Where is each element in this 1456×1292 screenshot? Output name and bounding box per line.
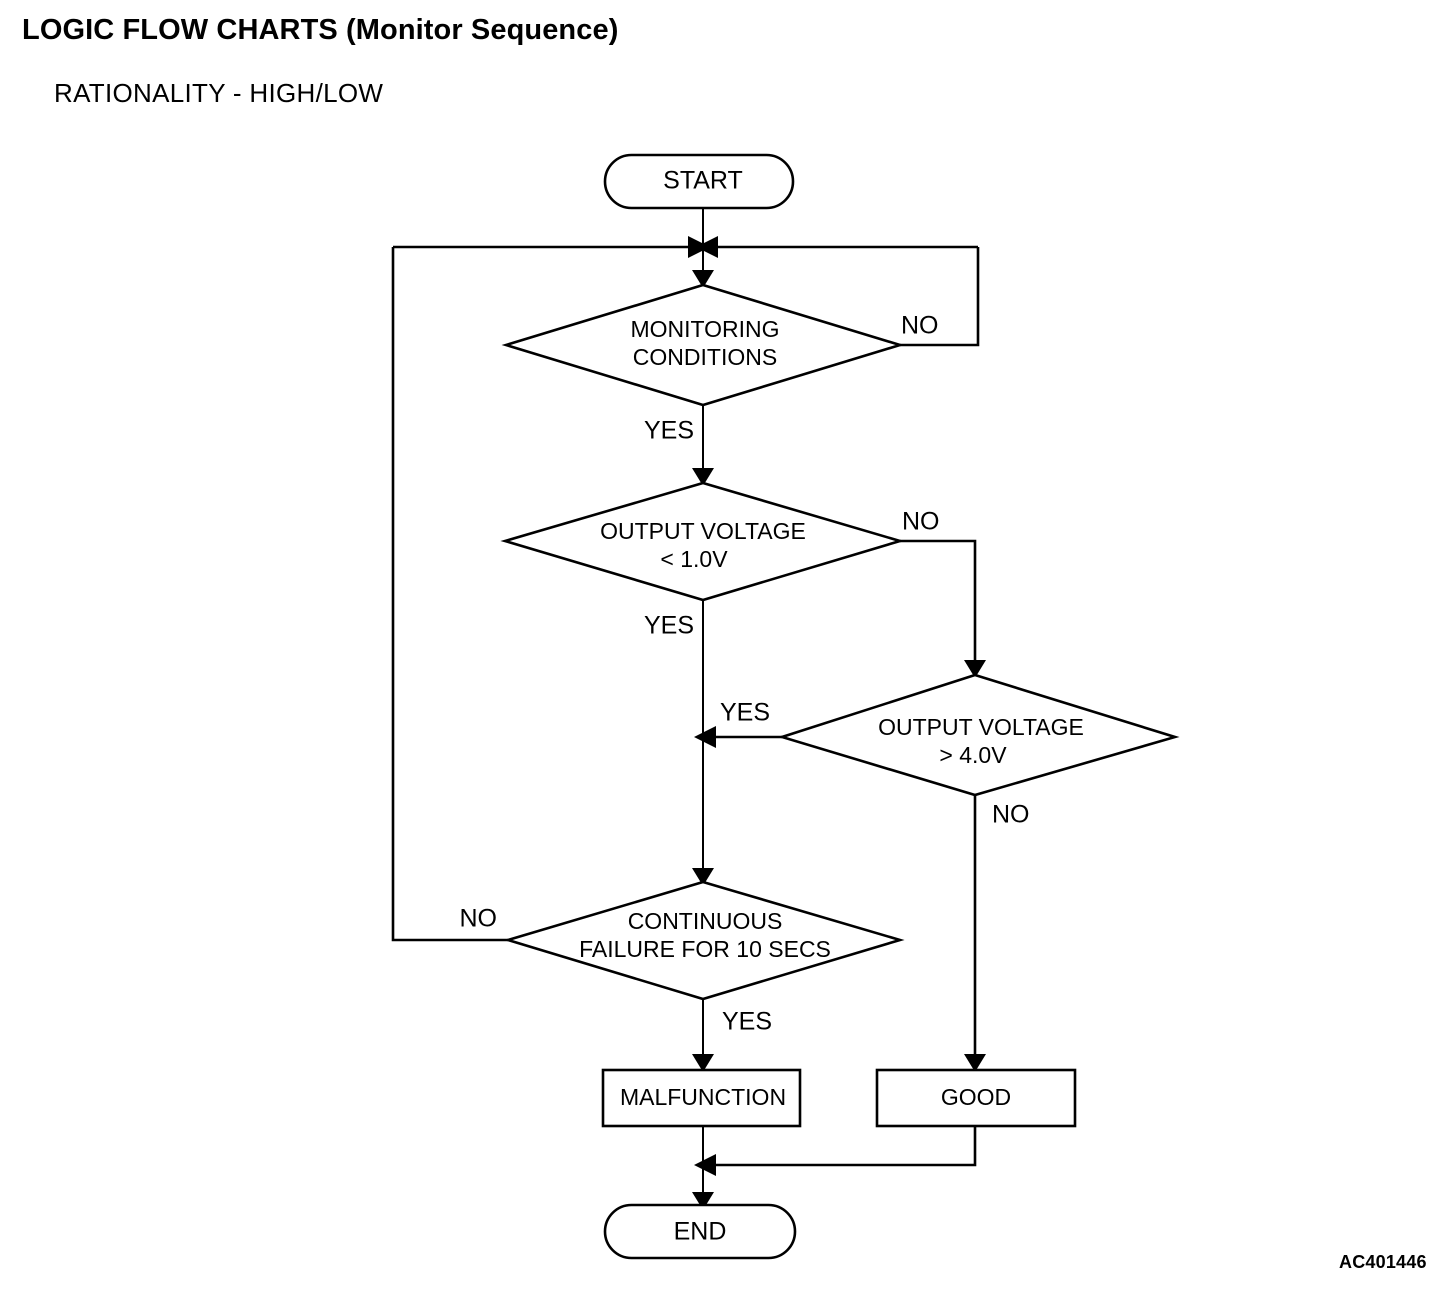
edge-label-monitoring-no: NO [901,312,939,340]
label-start: START [663,167,743,195]
label-monitoring-line2: CONDITIONS [633,344,777,370]
edge-label-volt-low-yes: YES [644,612,694,640]
arrowhead-into-continuous [692,868,714,886]
page-title: LOGIC FLOW CHARTS (Monitor Sequence) [22,14,619,46]
arrowhead-into-end [692,1192,714,1210]
label-end: END [674,1218,727,1246]
process-malfunction [601,1068,802,1128]
edge-label-monitoring-yes: YES [644,417,694,445]
arrowhead-no-right [696,236,718,258]
edge-label-continuous-no: NO [460,905,498,933]
arrowhead-volt-high-yes [694,726,716,748]
arrowhead-into-monitoring [692,270,714,288]
arrowhead-into-volt-low [692,468,714,486]
arrowhead-into-good [964,1054,986,1072]
terminator-start [603,153,795,210]
label-volt-high-line1: OUTPUT VOLTAGE [878,714,1084,740]
process-good [875,1068,1077,1128]
edge-good-to-end-merge [716,1126,977,1167]
page-subtitle: RATIONALITY - HIGH/LOW [54,78,384,108]
label-good: GOOD [941,1084,1011,1110]
label-continuous-line1: CONTINUOUS [628,908,783,934]
edge-label-volt-low-no: NO [902,508,940,536]
edge-label-continuous-yes: YES [722,1008,772,1036]
edge-volt-low-no [900,539,977,668]
label-volt-low-line1: OUTPUT VOLTAGE [600,518,806,544]
edge-monitoring-no [900,247,980,347]
label-volt-high-line2: > 4.0V [939,742,1007,768]
label-volt-low-line2: < 1.0V [660,546,728,572]
label-monitoring-line1: MONITORING [630,316,779,342]
arrowhead-into-malfunction [692,1054,714,1072]
edge-label-volt-high-no: NO [992,801,1030,829]
label-continuous-line2: FAILURE FOR 10 SECS [579,936,831,962]
label-malfunction: MALFUNCTION [620,1084,786,1110]
terminator-end [603,1203,797,1260]
arrowhead-into-volt-high [964,660,986,678]
edge-label-volt-high-yes: YES [720,699,770,727]
document-code: AC401446 [1339,1252,1427,1272]
edge-continuous-no-feedback [391,247,508,942]
arrowhead-good-merge [694,1154,716,1176]
